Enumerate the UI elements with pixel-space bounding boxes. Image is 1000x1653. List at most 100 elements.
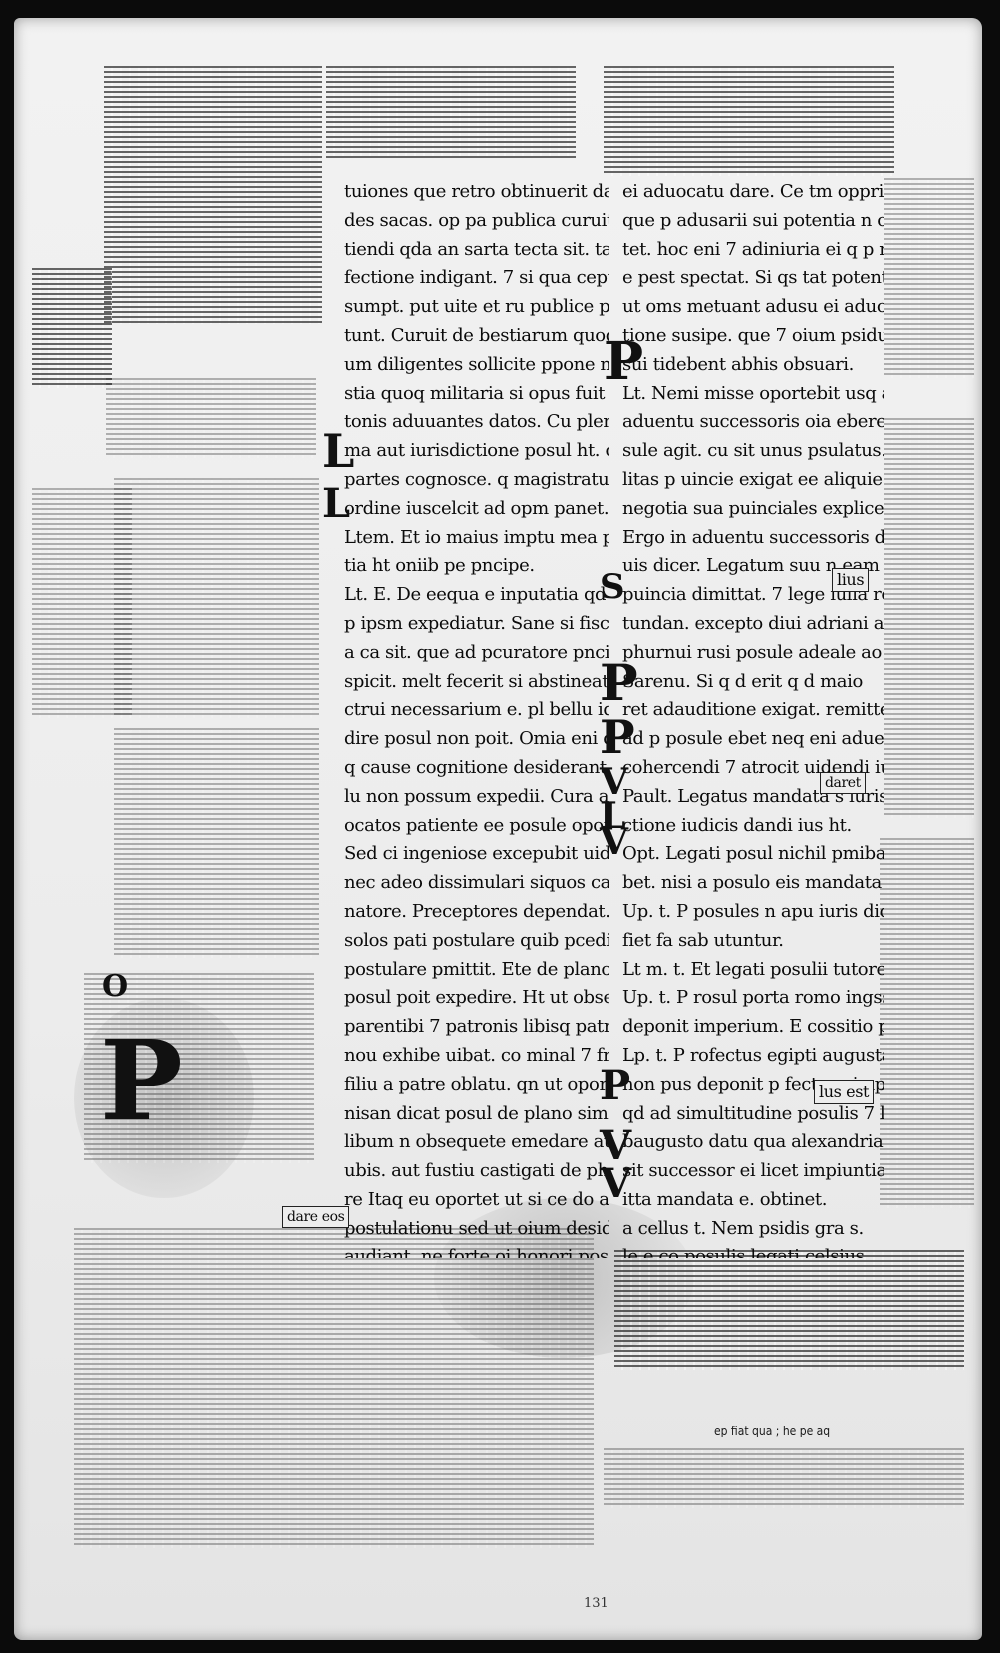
text-line: tia ht oniib pe pncipe. — [344, 555, 535, 577]
text-line: tonis aduuantes datos. Cu plenissi — [344, 411, 609, 433]
initial-letter: P — [604, 331, 644, 392]
text-line: postulare pmittit. Ete de plano auite — [344, 958, 609, 980]
folio-mark: 131 — [584, 1596, 609, 1611]
text-line: fectione indigant. 7 si qua cepta s ut — [344, 267, 609, 289]
text-line: ad p posule ebet neq eni aduertendi — [622, 728, 884, 750]
stain — [74, 998, 254, 1198]
text-line: tet. hoc eni 7 adiniuria ei q p mitti — [622, 238, 884, 260]
text-line: postulationu sed ut oium desidia — [344, 1217, 609, 1239]
text-line: libum n obsequete emedare aut — [344, 1131, 609, 1153]
initial-letter: V — [600, 821, 628, 863]
text-line: aduentu successoris oia ebere p — [622, 411, 884, 433]
boxed-word: lius — [832, 568, 870, 592]
text-line: sule agit. cu sit unus psulatus. 7 uti — [622, 440, 884, 462]
gloss-left-col-1 — [106, 378, 316, 458]
bottom-note: ep fiat qua ; he pe aq — [714, 1426, 831, 1437]
boxed-word: daret — [820, 772, 866, 794]
text-line: stia quoq militaria si opus fuit aduati — [344, 382, 609, 404]
text-line: tundan. excepto diui adriani adei — [622, 612, 884, 634]
initial-letter: S — [600, 567, 625, 607]
text-line: ut oms metuant adusu ei aduoca — [622, 296, 884, 318]
initial-letter: L — [600, 795, 626, 837]
gloss-bottom-right — [614, 1250, 964, 1370]
gloss-bottom-foot — [604, 1448, 964, 1508]
text-line: tione susipe. que 7 oium psidu cola — [622, 324, 884, 346]
initial-letter: P — [600, 1062, 631, 1109]
gloss-far-left-2 — [32, 488, 132, 718]
initial-letter: O — [102, 969, 129, 1004]
text-line: ocatos patiente ee posule oportet. — [344, 814, 609, 836]
gloss-left-col-3 — [114, 728, 319, 958]
gloss-top-middle — [326, 66, 576, 158]
text-line: ubis. aut fustiu castigati de phib ua — [344, 1160, 609, 1182]
text-line: re Itaq eu oportet ut si ce do aliqs — [344, 1188, 609, 1210]
gloss-right-margin-3 — [880, 838, 974, 1208]
text-line: phurnui rusi posule adeale ao mo — [622, 641, 884, 663]
initial-letter: V — [600, 1122, 632, 1169]
text-line: Lt m. t. Et legati posulii tutores — [622, 958, 884, 980]
initial-letter: V — [600, 761, 628, 803]
text-line: ctrui necessarium e. pl bellu ide expe — [344, 699, 609, 721]
text-line: Sed ci ingeniose excepubit uideatur — [344, 843, 609, 865]
text-line: sumpt. put uite et ru publice pmit — [344, 296, 609, 318]
text-line: puincia dimittat. 7 lege iulia rep — [622, 584, 884, 606]
text-line: que p adusarii sui potentia n opo — [622, 209, 884, 231]
text-line: tunt. Curuit de bestiarum quoq op — [344, 324, 609, 346]
text-line: ma aut iurisdictione posul ht. oium — [344, 440, 609, 462]
text-line: ctione iudicis dandi ius ht. — [622, 814, 852, 836]
initial-letter: L — [322, 424, 355, 478]
gloss-bottom-left — [74, 1228, 594, 1548]
text-line: uis dicer. Legatum suu n eam se — [622, 555, 884, 577]
text-line: a ca sit. que ad pcuratore pncipis to — [344, 641, 609, 663]
text-line: litas p uincie exigat ee aliquie pque — [622, 468, 884, 490]
text-line: spicit. melt fecerit si abstineat. Cu de — [344, 670, 609, 692]
text-line: Ltem. Et io maius imptu mea pui — [344, 526, 609, 548]
gloss-top-right — [604, 66, 894, 176]
text-line: posul poit expedire. Ht ut obsequii — [344, 987, 609, 1009]
gloss-right-margin-1 — [884, 178, 974, 378]
gloss-far-left-1 — [32, 268, 112, 388]
text-line: qd ad simultitudine posulis 7 lege su — [622, 1102, 884, 1124]
gloss-left-col-2 — [114, 478, 319, 718]
text-line: tiendi qda an sarta tecta sit. tali quam — [344, 238, 609, 260]
text-line: le e co posulis legati celsius — [622, 1246, 865, 1258]
decorated-initial-p: P — [100, 1016, 183, 1145]
text-line: negotia sua puinciales explicent. — [622, 497, 884, 519]
main-text-column-right: ei aduocatu dare. Ce tm opprimi alique p… — [622, 178, 884, 1258]
initial-letter: P — [600, 653, 638, 712]
text-line: Lt. E. De eequa e inputatia qd non — [344, 584, 609, 606]
text-line: des sacas. op pa publica curuit inspi — [344, 209, 609, 231]
text-line: cohercendi 7 atrocit uidendi ius ht. — [622, 756, 884, 778]
gloss-left-col-4 — [84, 973, 314, 1163]
text-line: sit successor ei licet impiuntia uenerit — [622, 1160, 884, 1182]
text-line: Sarenu. Si q d erit q d maio — [622, 670, 863, 692]
text-line: ordine iuscelcit ad opm panet. — [344, 497, 609, 519]
text-line: e pest spectat. Si qs tat potent se gera… — [622, 267, 884, 289]
text-line: ret adauditione exigat. remitte legat — [622, 699, 884, 721]
text-line: Up. t. P posules n apu iuris dictio — [622, 900, 884, 922]
text-line: Opt. Legati posul nichil pmiba — [622, 843, 884, 865]
gloss-right-margin-2 — [884, 418, 974, 818]
text-line: Lt. Nemi misse oportebit usq ad — [622, 382, 884, 404]
boxed-word: dare eos — [282, 1206, 350, 1228]
text-line: natore. Preceptores dependat. eosq — [344, 900, 609, 922]
text-line: solos pati postulare quib pcedit e — [344, 929, 609, 951]
text-line: baugusto datu qua alexandria ingsu — [622, 1131, 884, 1153]
boxed-word: lus est — [814, 1080, 875, 1104]
text-line: audiant. ne forte oi honori postu — [344, 1246, 609, 1258]
text-line: sui tidebent abhis obsuari. — [622, 353, 854, 375]
text-line: filiu a patre oblatu. qn ut oportear — [344, 1073, 609, 1095]
text-line: itta mandata e. obtinet. — [622, 1188, 828, 1210]
text-line: deponit imperium. E cossitio p secti — [622, 1016, 884, 1038]
text-line: um diligentes sollicite ppone minim — [344, 353, 609, 375]
gloss-top-left — [104, 66, 322, 324]
text-line: lu non possum expedii. Cura adu — [344, 785, 609, 807]
text-line: Up. t. P rosul porta romo ingssu — [622, 987, 884, 1009]
text-line: nisan dicat posul de plano simuli — [344, 1102, 609, 1124]
text-line: a cellus t. Nem psidis gra s. — [622, 1217, 864, 1239]
text-line: p ipsm expediatur. Sane si fiscat peca — [344, 612, 609, 634]
text-line: fiet fa sab utuntur. — [622, 929, 784, 951]
